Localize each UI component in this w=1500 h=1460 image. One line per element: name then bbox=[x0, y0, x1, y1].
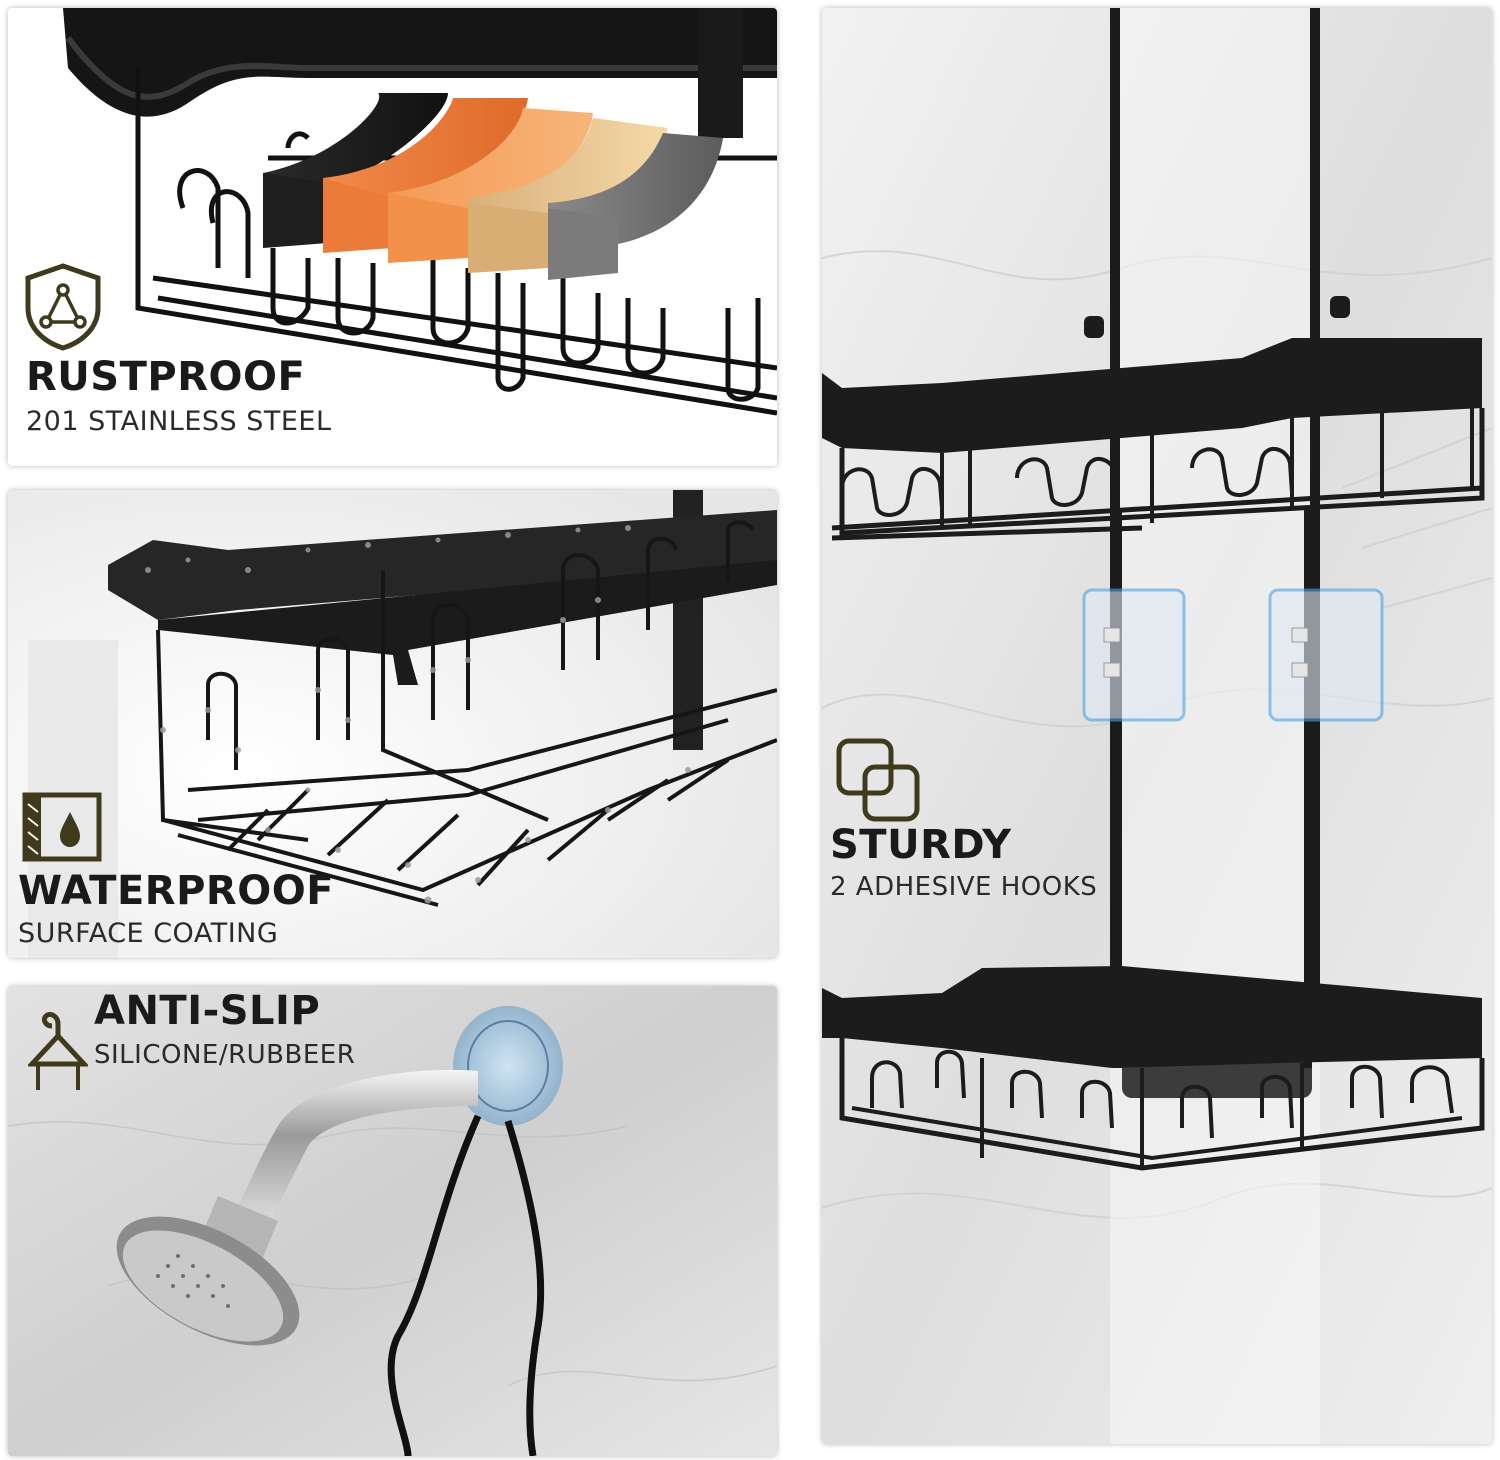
shower-caddy-illustration bbox=[822, 8, 1492, 1444]
sturdy-subtitle: 2 ADHESIVE HOOKS bbox=[830, 872, 1098, 902]
antislip-panel: ANTI-SLIP SILICONE/RUBBEER bbox=[8, 986, 777, 1456]
rustproof-subtitle: 201 STAINLESS STEEL bbox=[26, 406, 332, 437]
waterproof-title: WATERPROOF bbox=[18, 868, 335, 914]
antislip-title: ANTI-SLIP bbox=[94, 988, 321, 1034]
shower-head-illustration bbox=[8, 986, 777, 1456]
rustproof-panel: RUSTPROOF 201 STAINLESS STEEL bbox=[8, 8, 777, 466]
sturdy-panel: STURDY 2 ADHESIVE HOOKS bbox=[822, 8, 1492, 1444]
antislip-subtitle: SILICONE/RUBBEER bbox=[94, 1040, 356, 1070]
waterproof-panel: WATERPROOF SURFACE COATING bbox=[8, 490, 777, 958]
shield-triangle-icon bbox=[25, 263, 101, 351]
waterproof-subtitle: SURFACE COATING bbox=[18, 918, 279, 949]
hanger-icon bbox=[28, 1011, 88, 1090]
basket-layers-illustration bbox=[63, 8, 777, 416]
overlapping-squares-icon bbox=[836, 738, 920, 822]
sturdy-title: STURDY bbox=[830, 822, 1012, 868]
water-drop-icon bbox=[22, 792, 102, 862]
wet-basket-illustration bbox=[8, 490, 777, 958]
rustproof-title: RUSTPROOF bbox=[26, 354, 306, 400]
